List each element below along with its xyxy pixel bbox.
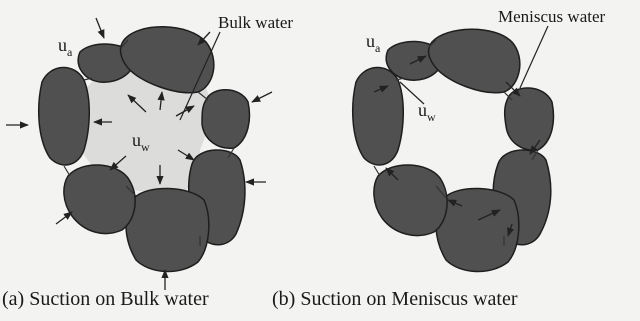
soil-particle <box>64 165 135 234</box>
caption-panel-b: (b) Suction on Meniscus water <box>272 288 518 311</box>
caption-panel-a: (a) Suction on Bulk water <box>2 288 209 311</box>
panel-b-meniscus-water: Meniscus water ua uw <box>353 7 606 272</box>
suction-arrow <box>252 92 272 102</box>
soil-particle <box>39 67 90 165</box>
suction-arrow <box>56 212 72 224</box>
soil-particle <box>353 67 404 165</box>
bulk-water-label: Bulk water <box>218 13 293 32</box>
soil-particle <box>374 165 447 236</box>
soil-particle <box>126 188 209 271</box>
soil-particles-b <box>353 29 554 271</box>
soil-particle <box>202 90 249 149</box>
suction-arrow <box>96 18 104 38</box>
soil-particle <box>436 188 519 271</box>
air-pressure-label-a: ua <box>58 35 73 59</box>
panel-a-bulk-water: Bulk water ua uw <box>6 13 293 290</box>
water-pressure-label-b: uw <box>418 100 436 124</box>
soil-particle <box>429 29 520 92</box>
meniscus-water-label: Meniscus water <box>498 7 606 26</box>
air-pressure-label-b: ua <box>366 31 381 55</box>
meniscus-leader-line <box>520 26 548 88</box>
soil-particle <box>505 88 554 150</box>
